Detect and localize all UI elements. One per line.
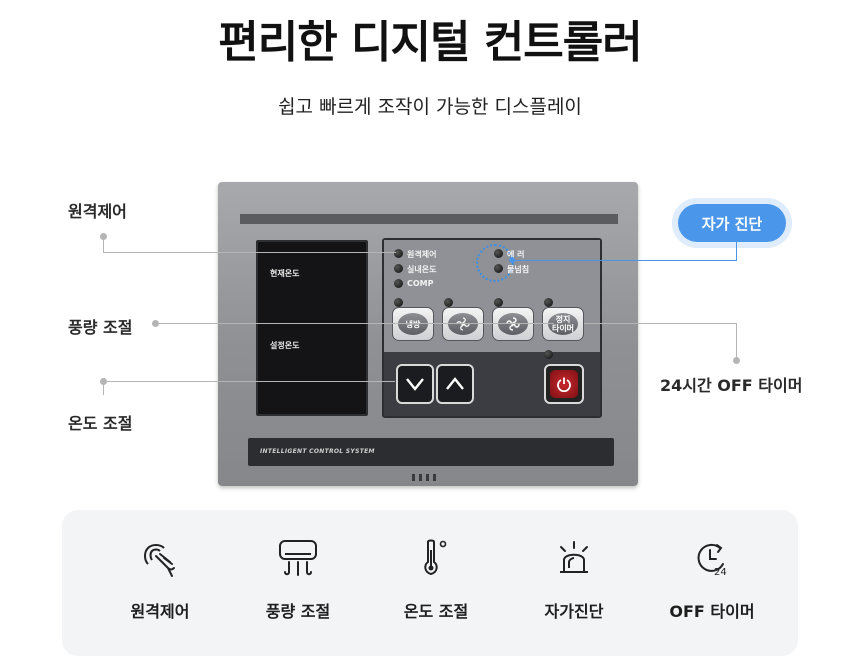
indicator-remote-label: 원격제어 (407, 250, 437, 259)
callout-dot (509, 257, 515, 263)
page-subtitle: 쉽고 빠르게 조작이 가능한 디스플레이 (278, 96, 582, 118)
indicator-overflow-label: 물넘침 (507, 265, 530, 274)
chevron-down-icon (406, 378, 424, 391)
mode-led (394, 298, 403, 307)
device-top-bar (240, 214, 618, 224)
mode-led (494, 298, 503, 307)
alarm-light-icon (560, 541, 588, 573)
device-brand-text: INTELLIGENT CONTROL SYSTEM (260, 448, 375, 455)
fan-high-button[interactable] (492, 307, 534, 341)
vent-slot (433, 474, 436, 481)
callout-line (156, 323, 554, 324)
temp-down-button[interactable] (396, 364, 434, 404)
feature-remote: 원격제어 (90, 510, 230, 656)
set-temp-label: 설정온도 (270, 341, 300, 350)
indicator-led (394, 264, 403, 273)
callout-temp-label: 온도 조절 (68, 414, 133, 433)
power-icon (557, 377, 571, 392)
feature-fan: 풍량 조절 (228, 510, 368, 656)
callout-dot (733, 357, 740, 364)
cooling-mode-label: 냉방 (398, 313, 428, 335)
feature-timer-label: OFF 타이머 (669, 602, 755, 621)
page-title: 편리한 디지털 컨트롤러 (218, 17, 642, 68)
current-temp-label: 현재온도 (270, 269, 300, 278)
air-vent-icon (279, 540, 317, 576)
remote-hand-icon (144, 544, 175, 577)
self-diagnosis-badge: 자가 진단 (678, 204, 786, 242)
callout-line (103, 252, 396, 253)
callout-fan-label: 풍량 조절 (68, 318, 133, 337)
feature-diagnosis: 자가진단 (504, 510, 644, 656)
controller-device: 현재온도 설정온도 원격제어 실내온도 COMP 에 러 물넘침 냉방 (218, 182, 638, 486)
feature-temp-label: 온도 조절 (403, 602, 469, 621)
mode-led (444, 298, 453, 307)
control-panel: 원격제어 실내온도 COMP 에 러 물넘침 냉방 (382, 238, 602, 418)
device-bottom-strip: INTELLIGENT CONTROL SYSTEM (248, 438, 614, 466)
feature-timer: 24 OFF 타이머 (642, 510, 782, 656)
callout-remote-label: 원격제어 (68, 202, 127, 221)
vent-slot (426, 474, 429, 481)
callout-line (736, 323, 737, 359)
thermometer-icon (424, 539, 447, 576)
fan-icon (456, 317, 470, 331)
feature-fan-label: 풍량 조절 (265, 602, 331, 621)
stop-timer-button[interactable]: 정지 타이머 (542, 307, 584, 341)
callout-dot (152, 320, 159, 327)
chevron-up-icon (446, 377, 464, 390)
indicator-led (494, 264, 503, 273)
feature-temp: 온도 조절 (366, 510, 506, 656)
fan-icon (506, 317, 520, 331)
mode-led (544, 298, 553, 307)
stop-timer-label: 정지 타이머 (548, 313, 578, 335)
callout-line (103, 381, 104, 395)
temperature-display: 현재온도 설정온도 (256, 240, 368, 416)
temp-up-button[interactable] (436, 364, 474, 404)
callout-line (584, 323, 736, 324)
vent-slot (412, 474, 415, 481)
fan-low-button[interactable] (442, 307, 484, 341)
vent-slot (419, 474, 422, 481)
self-diagnosis-highlight-ring (476, 244, 514, 282)
callout-line (512, 260, 737, 261)
callout-timer-label: 24시간 OFF 타이머 (660, 376, 803, 395)
indicator-led (394, 249, 403, 258)
callout-line (736, 242, 737, 260)
power-button[interactable] (544, 364, 584, 404)
indicator-comp-label: COMP (407, 279, 434, 288)
indicator-led (394, 279, 403, 288)
indicator-indoor-temp-label: 실내온도 (407, 265, 437, 274)
callout-line (103, 236, 104, 252)
feature-remote-label: 원격제어 (130, 602, 190, 621)
feature-diagnosis-label: 자가진단 (544, 602, 604, 621)
feature-list: 원격제어 풍량 조절 온도 조절 자가진단 (62, 510, 798, 656)
callout-line (103, 381, 395, 382)
timer-24-icon: 24 (697, 543, 727, 578)
cooling-mode-button[interactable]: 냉방 (392, 307, 434, 341)
indicator-led (494, 249, 503, 258)
control-panel-upper: 원격제어 실내온도 COMP 에 러 물넘침 냉방 (384, 240, 600, 352)
svg-text:24: 24 (714, 567, 727, 578)
indicator-error-label: 에 러 (507, 250, 525, 259)
power-led (544, 350, 553, 359)
